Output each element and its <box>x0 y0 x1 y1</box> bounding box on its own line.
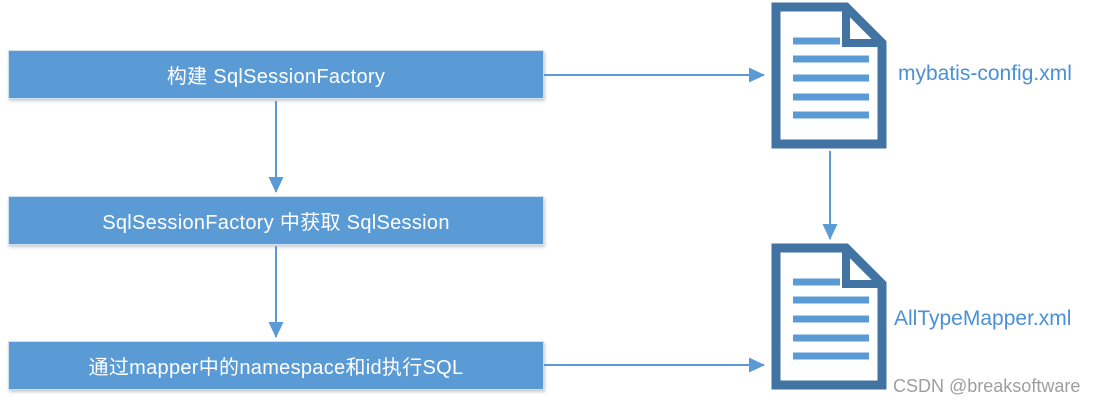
document-icon <box>771 2 887 149</box>
flow-step-label: SqlSessionFactory 中获取 SqlSession <box>102 212 450 234</box>
flow-step-build-sqlsessionfactory: 构建 SqlSessionFactory <box>8 50 544 99</box>
flow-step-label: 构建 SqlSessionFactory <box>166 66 386 88</box>
flow-step-execute-sql: 通过mapper中的namespace和id执行SQL <box>8 341 544 390</box>
csdn-watermark: CSDN @breaksoftware <box>893 376 1081 396</box>
document-label-alltypemapper: AllTypeMapper.xml <box>894 307 1072 330</box>
document-icon <box>771 243 887 390</box>
flow-step-label: 通过mapper中的namespace和id执行SQL <box>88 357 464 379</box>
document-label-mybatis-config: mybatis-config.xml <box>898 62 1072 85</box>
flow-step-get-sqlsession: SqlSessionFactory 中获取 SqlSession <box>8 196 544 245</box>
